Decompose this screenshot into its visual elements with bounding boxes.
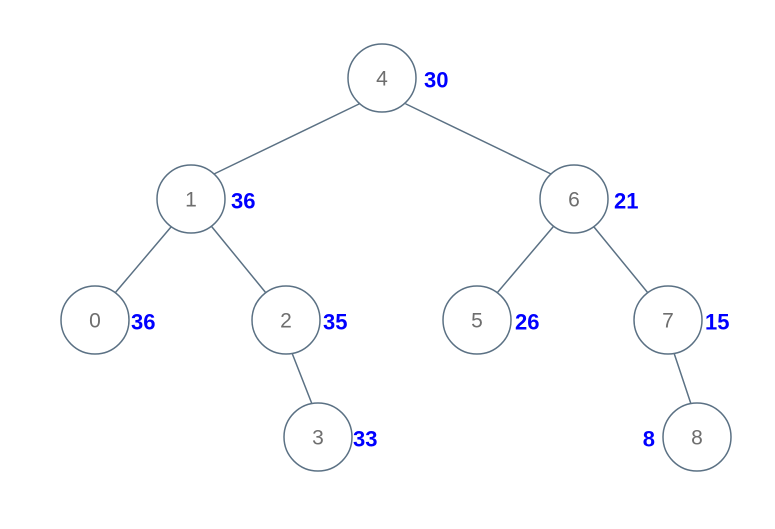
node-key-6: 6 xyxy=(568,189,580,212)
node-key-7: 7 xyxy=(662,310,674,333)
node-key-8: 8 xyxy=(691,427,703,450)
tree-node-7[interactable]: 7 15 xyxy=(633,285,729,355)
tree-node-4[interactable]: 4 30 xyxy=(347,43,448,113)
node-circle-8[interactable] xyxy=(662,402,732,472)
tree-node-0[interactable]: 0 36 xyxy=(60,285,155,355)
node-circle-5[interactable] xyxy=(442,285,512,355)
node-label-5: 26 xyxy=(515,310,539,335)
node-key-2: 2 xyxy=(280,310,292,333)
node-label-3: 33 xyxy=(353,427,377,452)
tree-node-6[interactable]: 6 21 xyxy=(539,164,638,234)
node-key-4: 4 xyxy=(376,68,388,91)
node-label-7: 15 xyxy=(705,310,729,335)
node-key-3: 3 xyxy=(312,427,324,450)
tree-edge-n6-n7 xyxy=(593,226,649,294)
tree-node-5[interactable]: 5 26 xyxy=(442,285,539,355)
node-circle-3[interactable] xyxy=(283,402,353,472)
node-label-1: 36 xyxy=(231,189,255,214)
tree-edge-n7-n8 xyxy=(673,352,692,405)
tree-edge-n1-n2 xyxy=(211,226,267,294)
node-key-5: 5 xyxy=(471,310,483,333)
tree-node-1[interactable]: 1 36 xyxy=(156,164,255,234)
node-label-8: 8 xyxy=(643,427,655,452)
tree-edge-n1-n0 xyxy=(114,226,172,294)
tree-node-8[interactable]: 88 xyxy=(643,402,732,472)
node-label-2: 35 xyxy=(323,310,347,335)
tree-edge-n2-n3 xyxy=(291,352,313,405)
node-circle-2[interactable] xyxy=(251,285,321,355)
node-label-4: 30 xyxy=(424,68,448,93)
node-label-6: 21 xyxy=(614,189,638,214)
node-circle-6[interactable] xyxy=(539,164,609,234)
node-circle-4[interactable] xyxy=(347,43,417,113)
node-key-0: 0 xyxy=(89,310,101,333)
edges-group xyxy=(114,103,692,405)
tree-edge-n4-n6 xyxy=(405,103,552,175)
node-circle-0[interactable] xyxy=(60,285,130,355)
node-circle-7[interactable] xyxy=(633,285,703,355)
node-circle-1[interactable] xyxy=(156,164,226,234)
tree-edge-n6-n5 xyxy=(496,226,554,294)
node-label-0: 36 xyxy=(131,310,155,335)
tree-node-2[interactable]: 2 35 xyxy=(251,285,347,355)
tree-edge-n4-n1 xyxy=(213,103,360,175)
node-key-1: 1 xyxy=(185,189,197,212)
